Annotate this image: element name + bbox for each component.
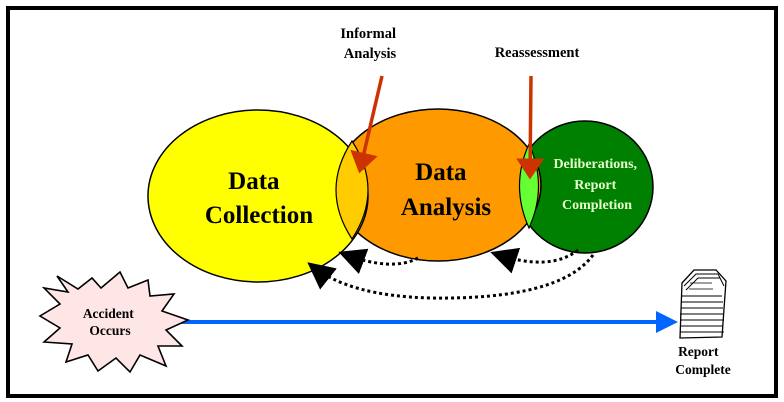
report-complete-label: Report Complete bbox=[675, 344, 730, 377]
starburst-shape bbox=[38, 270, 191, 374]
analysis-label: Data Analysis bbox=[401, 159, 492, 221]
feedback-arrow-analysis-to-collection bbox=[338, 248, 419, 275]
reassessment-label: Reassessment bbox=[495, 45, 580, 61]
informal-arrow bbox=[350, 75, 384, 174]
informal-analysis-label: Informal Analysis bbox=[340, 26, 399, 62]
reassessment-arrow bbox=[516, 75, 545, 180]
accident-occurs-label: Accident Occurs bbox=[83, 306, 137, 338]
collection-ellipse bbox=[147, 109, 369, 283]
collection-label: Data Collection bbox=[205, 168, 313, 229]
timeline-arrowhead bbox=[656, 311, 678, 333]
feedback-arrow-deliberation-to-analysis bbox=[490, 247, 579, 274]
paper-stack-icon bbox=[679, 269, 727, 339]
deliberation-label: Deliberations, Report Completion bbox=[553, 157, 640, 213]
